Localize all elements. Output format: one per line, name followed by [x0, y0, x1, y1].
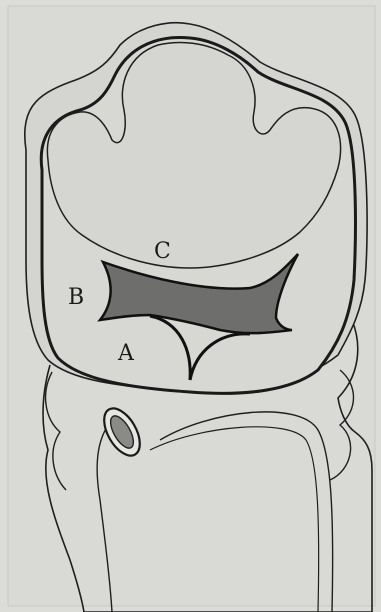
label-c: C	[154, 239, 171, 264]
label-b: B	[68, 285, 84, 310]
label-a: A	[117, 341, 135, 366]
